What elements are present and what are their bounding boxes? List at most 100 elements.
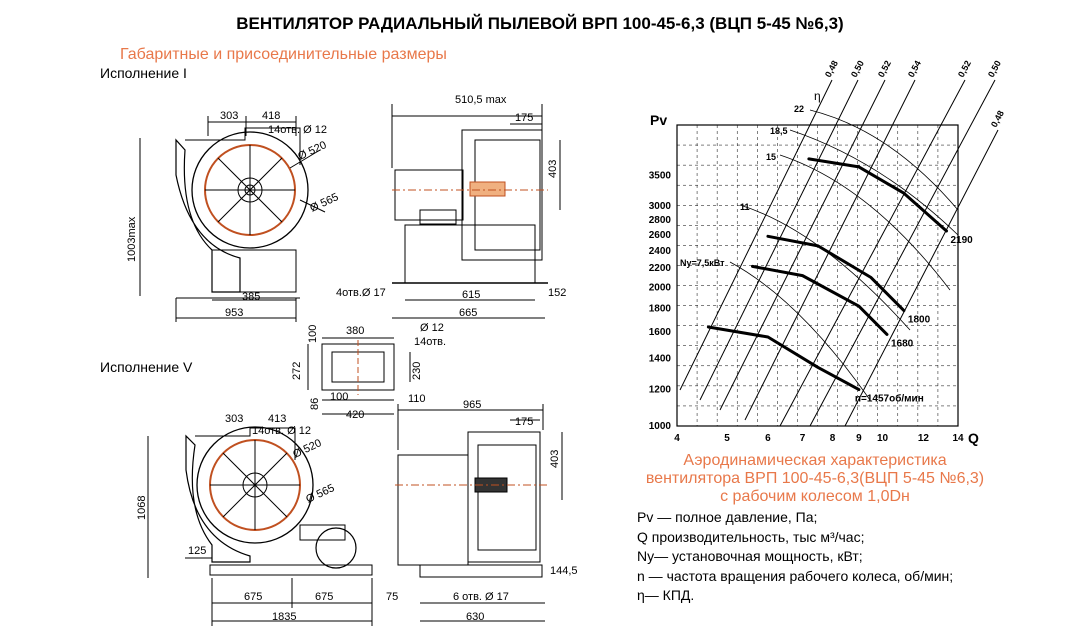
legend: Pv — полное давление, Па; Q производител… bbox=[637, 508, 953, 606]
dim-holes-17-top: 4отв.Ø 17 bbox=[336, 287, 386, 299]
speed-label: n=1457об/мин bbox=[855, 393, 924, 405]
dim-675-right: 675 bbox=[315, 591, 333, 603]
x-tick-label: 6 bbox=[765, 433, 771, 444]
variant-5-label: Исполнение V bbox=[100, 359, 193, 375]
y-tick-label: 1400 bbox=[649, 354, 672, 365]
efficiency-ray bbox=[809, 79, 996, 427]
efficiency-label: 0,50 bbox=[849, 59, 866, 79]
speed-label: 1800 bbox=[908, 315, 931, 326]
efficiency-ray bbox=[744, 79, 916, 421]
efficiency-label: 0,48 bbox=[989, 109, 1006, 129]
speed-label: 2190 bbox=[950, 235, 973, 246]
eta-symbol: η bbox=[814, 89, 821, 103]
speed-curve bbox=[766, 234, 906, 313]
y-tick-label: 1200 bbox=[649, 385, 672, 396]
y-tick-label: 1600 bbox=[649, 327, 672, 338]
x-tick-label: 4 bbox=[674, 433, 680, 444]
dim-1068: 1068 bbox=[136, 496, 148, 520]
dim-holes-17-bottom: 6 отв. Ø 17 bbox=[453, 591, 509, 603]
y-tick-label: 2000 bbox=[649, 282, 672, 293]
fan-side-view-1 bbox=[391, 104, 561, 319]
dim-413: 413 bbox=[268, 413, 286, 425]
variant-1-label: Исполнение I bbox=[100, 65, 187, 81]
x-tick-label: 5 bbox=[724, 433, 730, 444]
speed-curve bbox=[706, 325, 861, 392]
fan-side-view-5 bbox=[395, 404, 563, 622]
dim-630: 630 bbox=[466, 611, 484, 623]
power-label: 18,5 bbox=[770, 126, 788, 136]
speed-label: 1680 bbox=[891, 338, 914, 349]
y-tick-label: 2800 bbox=[649, 215, 672, 226]
x-axis-label: Q bbox=[968, 430, 979, 446]
dim-175-top: 175 bbox=[515, 112, 533, 124]
dim-1835: 1835 bbox=[272, 611, 296, 623]
y-tick-label: 3500 bbox=[649, 170, 672, 181]
efficiency-ray bbox=[779, 79, 966, 427]
dim-380: 380 bbox=[346, 325, 364, 337]
efficiency-ray bbox=[679, 79, 833, 391]
dim-d12-flange: Ø 12 bbox=[420, 322, 444, 334]
efficiency-label: 0,54 bbox=[906, 59, 923, 79]
x-tick-label: 14 bbox=[952, 433, 964, 444]
technical-drawings: 303 418 14отв. Ø 12 Ø 520 Ø 565 1003max … bbox=[126, 94, 578, 626]
y-tick-label: 1800 bbox=[649, 303, 672, 314]
drawing-subtitle: Габаритные и присоединительные размеры bbox=[120, 46, 447, 63]
dim-125: 125 bbox=[188, 545, 206, 557]
flange-plan bbox=[307, 337, 411, 415]
x-tick-label: 9 bbox=[856, 433, 862, 444]
y-tick-label: 2600 bbox=[649, 230, 672, 241]
dim-86: 86 bbox=[309, 398, 321, 410]
dim-665: 665 bbox=[459, 307, 477, 319]
y-tick-label: 1000 bbox=[649, 421, 672, 432]
chart-title-line-1: Аэродинамическая характеристика bbox=[683, 452, 947, 469]
dim-403-top: 403 bbox=[547, 160, 559, 178]
efficiency-label: 0,52 bbox=[956, 59, 973, 79]
dim-14-holes-flange: 14отв. bbox=[414, 336, 446, 348]
dim-175-bottom: 175 bbox=[515, 416, 533, 428]
dim-953: 953 bbox=[225, 307, 243, 319]
dim-110: 110 bbox=[408, 393, 426, 405]
dim-272: 272 bbox=[291, 362, 303, 380]
fan-front-view-5 bbox=[147, 426, 373, 626]
power-curve bbox=[809, 109, 959, 211]
dim-100-flange: 100 bbox=[307, 325, 319, 343]
power-label: 15 bbox=[766, 152, 776, 162]
power-label: 22 bbox=[794, 104, 804, 114]
dim-510max: 510,5 max bbox=[455, 94, 507, 106]
dim-1003max: 1003max bbox=[126, 216, 138, 262]
dim-615: 615 bbox=[462, 289, 480, 301]
chart-title-line-3: с рабочим колесом 1,0Dн bbox=[720, 488, 910, 505]
y-tick-label: 3000 bbox=[649, 201, 672, 212]
dim-675-left: 675 bbox=[244, 591, 262, 603]
speed-curve bbox=[750, 264, 889, 336]
dim-303-bottom: 303 bbox=[225, 413, 243, 425]
efficiency-ray bbox=[699, 79, 859, 401]
y-axis-label: Pv bbox=[650, 112, 667, 128]
speed-series: 2190 1800 1680 n=1457об/мин bbox=[706, 157, 973, 405]
dim-144-5: 144,5 bbox=[550, 565, 578, 577]
power-curve bbox=[729, 261, 871, 401]
legend-eta: η— КПД. bbox=[637, 587, 695, 603]
dim-385: 385 bbox=[242, 291, 260, 303]
chart-title: Аэродинамическая характеристика вентилят… bbox=[600, 452, 1030, 506]
legend-pv: Pv — полное давление, Па; bbox=[637, 509, 818, 525]
y-tick-label: 2200 bbox=[649, 263, 672, 274]
dim-holes-12-bottom: 14отв. Ø 12 bbox=[252, 425, 311, 437]
dim-100-bottom: 100 bbox=[330, 391, 348, 403]
speed-curve bbox=[807, 157, 948, 233]
efficiency-ray bbox=[844, 129, 999, 427]
dim-420: 420 bbox=[346, 409, 364, 421]
dim-75: 75 bbox=[386, 591, 398, 603]
dim-holes-12: 14отв. Ø 12 bbox=[268, 124, 327, 136]
dim-418: 418 bbox=[262, 110, 280, 122]
dim-152: 152 bbox=[548, 287, 566, 299]
fan-front-view-1 bbox=[139, 116, 326, 322]
power-label: 11 bbox=[740, 202, 750, 212]
legend-n: n — частота вращения рабочего колеса, об… bbox=[637, 567, 954, 584]
efficiency-ray bbox=[719, 79, 886, 411]
legend-q: Q производительность, тыс м³/час; bbox=[637, 528, 865, 545]
y-tick-label: 2400 bbox=[649, 246, 672, 257]
